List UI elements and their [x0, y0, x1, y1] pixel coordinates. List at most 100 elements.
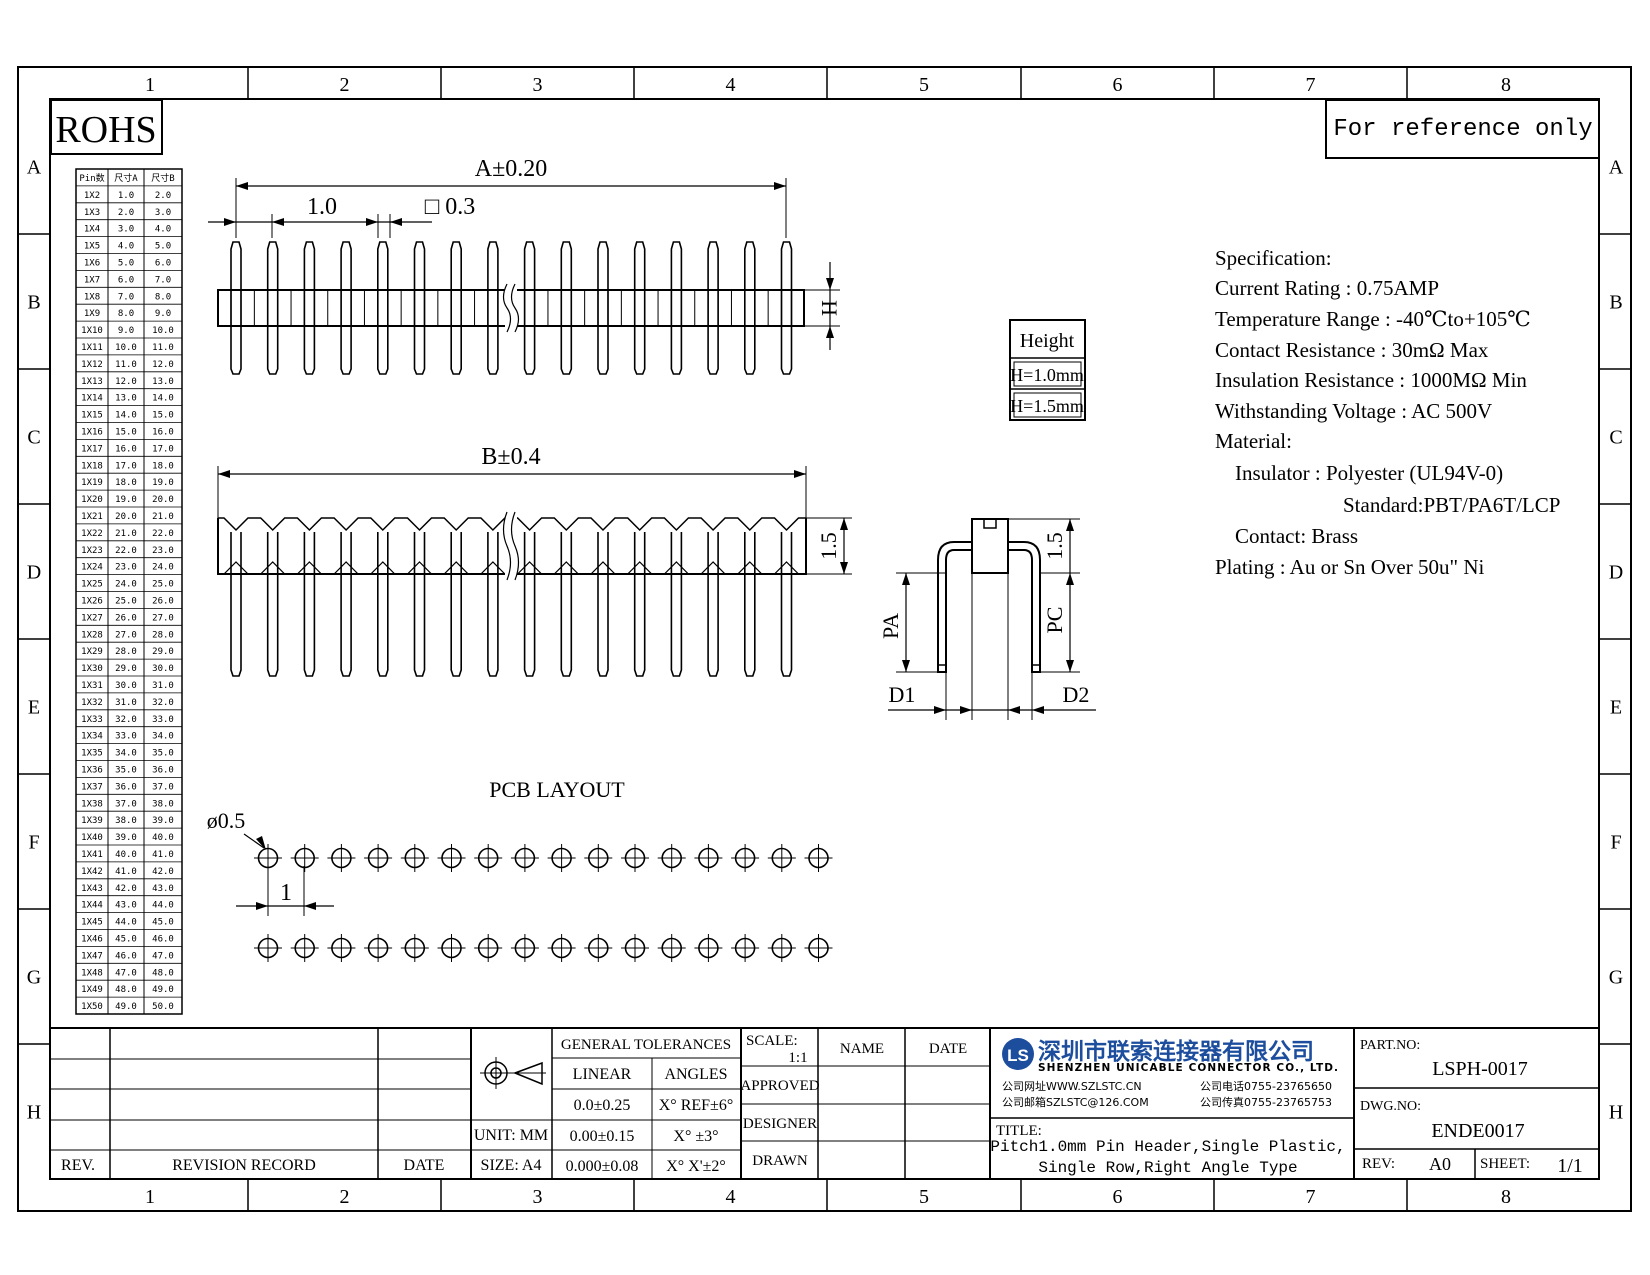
dim-square-arrow-left — [366, 218, 378, 226]
break-gap — [505, 512, 517, 582]
zone-column-label-top: 2 — [340, 74, 350, 96]
spec-line: Current Rating : 0.75AMP — [1215, 276, 1439, 300]
rev-value: A0 — [1429, 1154, 1451, 1174]
pin-table-cell: 18.0 — [115, 478, 137, 488]
side-pin — [633, 532, 646, 677]
pin-table-cell: 1X41 — [81, 850, 103, 860]
pin-table-cell: 4.0 — [155, 225, 171, 235]
height-row-frame — [1013, 361, 1082, 387]
pin — [707, 241, 719, 375]
pcb-pitch-arrow — [304, 902, 316, 910]
height-row-frame — [1013, 392, 1082, 418]
pin-table-cell: 9.0 — [118, 326, 134, 336]
spec-line: Temperature Range : -40℃to+105℃ — [1215, 307, 1531, 331]
pin-table-cell: 37.0 — [152, 782, 174, 792]
pin — [377, 241, 389, 375]
pin — [560, 241, 573, 375]
pin-table-cell: 1X6 — [84, 259, 100, 269]
pin-table-cell: 2.0 — [118, 208, 134, 218]
company-web: 公司网址WWW.SZLSTC.CN — [1002, 1079, 1142, 1093]
dim-a-arrow-left — [236, 182, 248, 190]
side-pin — [780, 532, 793, 677]
pin-table-cell: 13.0 — [115, 394, 137, 404]
pin-table-cell: 18.0 — [152, 461, 174, 471]
pcb-pitch-arrow — [256, 902, 268, 910]
spec-line: Contact: Brass — [1235, 524, 1358, 548]
pin-table-cell: 12.0 — [152, 360, 174, 370]
dim-b-arrow-left — [218, 470, 230, 478]
pin-table-cell: 42.0 — [152, 867, 174, 877]
zone-row-label-left: F — [28, 832, 39, 854]
pin-table-cell: 1X26 — [81, 597, 103, 607]
pin-table-cell: 20.0 — [152, 495, 174, 505]
rohs-label: ROHS — [55, 109, 156, 151]
pin-table-cell: 1X34 — [81, 732, 103, 742]
pin-table-cell: 1X46 — [81, 935, 103, 945]
zone-row-label-left: H — [27, 1102, 41, 1124]
pcb-title: PCB LAYOUT — [489, 777, 625, 802]
pin-table-cell: 1X30 — [81, 664, 103, 674]
dim-15-arrow-top — [840, 518, 848, 530]
tol-angle-3: X° X'±2° — [666, 1158, 726, 1175]
pin-table-cell: 1X7 — [84, 275, 100, 285]
dim-side15-label: 1.5 — [1042, 532, 1067, 560]
specification-block: Specification:Current Rating : 0.75AMPTe… — [1215, 246, 1560, 579]
pcb-hole-leader — [243, 833, 265, 849]
pin-table-cell: 3.0 — [155, 208, 171, 218]
side-pin — [744, 532, 756, 677]
dwg-no-value: ENDE0017 — [1431, 1120, 1524, 1142]
pin-table-cell: 39.0 — [152, 816, 174, 826]
zone-column-label-top: 3 — [533, 74, 543, 96]
dim-pc-label: PC — [1042, 607, 1067, 634]
pin-table-cell: 1X19 — [81, 478, 103, 488]
pin-table-cell: 23.0 — [115, 563, 137, 573]
dim-b-label: B±0.4 — [481, 444, 540, 470]
zone-column-label-bottom: 6 — [1113, 1186, 1123, 1208]
zone-row-label-right: D — [1609, 562, 1623, 584]
zone-column-label-top: 7 — [1306, 74, 1316, 96]
pin-table-cell: 48.0 — [115, 985, 137, 995]
spec-line: Standard:PBT/PA6T/LCP — [1343, 493, 1560, 517]
break-mark — [510, 283, 520, 333]
dim-pc-arrow-bottom — [1066, 660, 1074, 672]
side-pin — [523, 532, 536, 677]
pin-table-cell: 8.0 — [118, 309, 134, 319]
pin-table-cell: 1X25 — [81, 580, 103, 590]
pin-table-cell: 1X28 — [81, 630, 103, 640]
zone-row-label-left: B — [27, 292, 40, 314]
pin-table-cell: 1X5 — [84, 242, 100, 252]
company-email: 公司邮箱SZLSTC@126.COM — [1002, 1095, 1149, 1109]
pin-table-cell: 42.0 — [115, 884, 137, 894]
pin-table-cell: 19.0 — [152, 478, 174, 488]
part-no-label: PART.NO: — [1360, 1038, 1420, 1053]
dim-15-arrow-bottom — [840, 562, 848, 574]
pin-table-cell: 1X17 — [81, 444, 103, 454]
pin — [450, 241, 462, 375]
zone-row-label-left: C — [27, 427, 40, 449]
pin-table-cell: 21.0 — [152, 512, 174, 522]
pin-table-cell: 35.0 — [152, 749, 174, 759]
pin — [487, 241, 499, 375]
pin — [413, 241, 426, 375]
revision-date-label: DATE — [404, 1157, 445, 1174]
title-block — [50, 1027, 1599, 1179]
zone-column-label-top: 1 — [145, 74, 155, 96]
drawn-label: DRAWN — [752, 1153, 808, 1169]
sheet-value: 1/1 — [1557, 1155, 1583, 1177]
pin-table-cell: 1X20 — [81, 495, 103, 505]
dim-square-arrow-right — [390, 218, 402, 226]
svg-text:LS: LS — [1007, 1046, 1029, 1065]
side-pin — [487, 532, 499, 677]
dim-pitch-arrow-left — [224, 218, 236, 226]
zone-row-label-right: G — [1609, 967, 1623, 989]
title-line-1: Pitch1.0mm Pin Header,Single Plastic, — [990, 1138, 1345, 1156]
rev-value-label: REV: — [1362, 1156, 1395, 1172]
zone-column-label-bottom: 2 — [340, 1186, 350, 1208]
pin-table-cell: 32.0 — [152, 698, 174, 708]
height-row-2: H=1.5mm — [1010, 396, 1084, 416]
unit-label: UNIT: MM — [474, 1127, 548, 1144]
pin-table-cell: 49.0 — [152, 985, 174, 995]
pin-table-cell: 5.0 — [155, 242, 171, 252]
pin-table-cell: 1X37 — [81, 782, 103, 792]
title-line-2: Single Row,Right Angle Type — [1038, 1159, 1297, 1177]
